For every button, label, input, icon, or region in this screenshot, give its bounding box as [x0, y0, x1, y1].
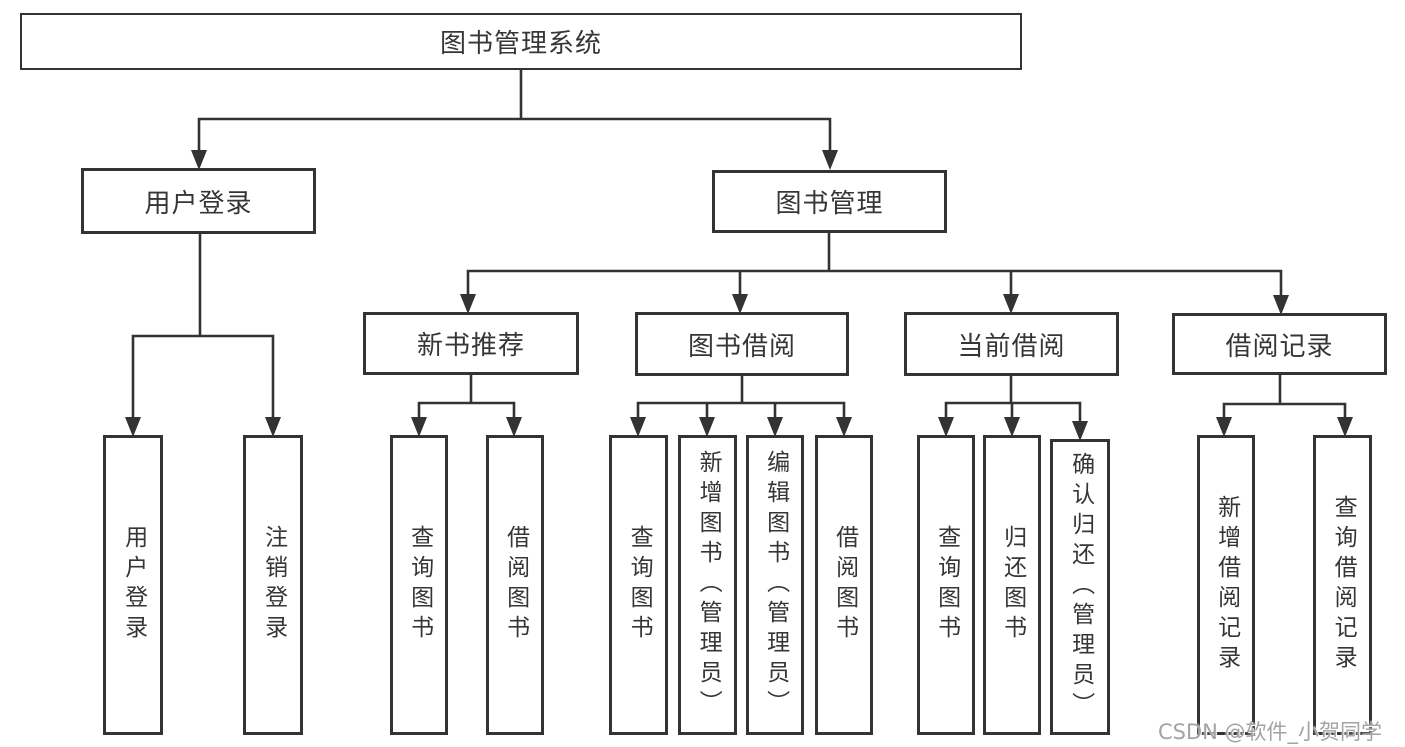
- arrow-down-icon: [1004, 417, 1020, 437]
- node-label: 新书推荐: [416, 331, 525, 361]
- node-borrowing-records: 借阅记录: [1172, 313, 1387, 375]
- leaf-query-books-borrowing: 查询图书: [609, 435, 668, 735]
- arrow-down-icon: [1003, 294, 1019, 314]
- leaf-query-books-recommend: 查询图书: [390, 435, 448, 735]
- connector-paths: [131, 70, 1347, 431]
- node-label: 用户登录: [144, 188, 253, 219]
- leaf-label: 确认归还（管理员）: [1067, 452, 1094, 722]
- leaf-borrow-books-recommend: 借阅图书: [486, 435, 544, 735]
- leaf-query-borrow-record: 查询借阅记录: [1313, 435, 1372, 735]
- arrow-down-icon: [1216, 417, 1232, 437]
- arrow-down-icon: [938, 417, 954, 437]
- leaf-label: 新增借阅记录: [1213, 495, 1240, 675]
- arrow-down-icon: [411, 417, 427, 437]
- arrow-down-icon: [699, 417, 715, 437]
- leaf-label: 查询图书: [933, 525, 960, 645]
- leaf-label: 查询图书: [626, 525, 653, 645]
- arrow-down-icon: [1072, 421, 1088, 441]
- leaf-label: 新增图书（管理员）: [695, 450, 722, 720]
- arrow-down-icon: [822, 150, 838, 170]
- leaf-label: 查询借阅记录: [1330, 495, 1357, 675]
- leaf-edit-books-admin: 编辑图书（管理员）: [746, 435, 804, 735]
- leaf-user-login: 用户登录: [103, 435, 163, 735]
- node-system-root: 图书管理系统: [20, 13, 1022, 70]
- node-book-management: 图书管理: [712, 170, 947, 233]
- leaf-label: 借阅图书: [831, 525, 858, 645]
- arrow-down-icon: [265, 417, 281, 437]
- node-book-borrowing: 图书借阅: [635, 312, 849, 376]
- leaf-confirm-return-admin: 确认归还（管理员）: [1050, 439, 1110, 735]
- arrow-down-icon: [1273, 295, 1289, 315]
- leaf-add-borrow-record: 新增借阅记录: [1197, 435, 1255, 735]
- leaf-label: 归还图书: [999, 525, 1026, 645]
- arrow-down-icon: [767, 417, 783, 437]
- arrowhead-icons: [125, 150, 1353, 441]
- node-label: 图书借阅: [687, 331, 796, 362]
- leaf-label: 用户登录: [120, 525, 147, 645]
- node-label: 图书管理系统: [439, 29, 602, 59]
- node-label: 当前借阅: [957, 331, 1066, 362]
- node-current-borrowing: 当前借阅: [904, 312, 1119, 376]
- arrow-down-icon: [836, 417, 852, 437]
- csdn-watermark: CSDN @软件_小贺同学: [1158, 720, 1383, 744]
- arrow-down-icon: [506, 417, 522, 437]
- leaf-query-books-current: 查询图书: [917, 435, 975, 735]
- node-label: 图书管理: [775, 189, 884, 219]
- node-new-book-recommend: 新书推荐: [363, 312, 579, 375]
- leaf-label: 注销登录: [260, 525, 287, 645]
- arrow-down-icon: [1337, 417, 1353, 437]
- leaf-logout: 注销登录: [243, 435, 303, 735]
- leaf-label: 编辑图书（管理员）: [762, 450, 789, 720]
- arrow-down-icon: [191, 150, 207, 170]
- leaf-borrow-books-borrowing: 借阅图书: [815, 435, 873, 735]
- arrow-down-icon: [125, 417, 141, 437]
- leaf-label: 借阅图书: [502, 525, 529, 645]
- arrow-down-icon: [732, 294, 748, 314]
- leaf-add-books-admin: 新增图书（管理员）: [678, 435, 737, 735]
- node-user-login: 用户登录: [81, 168, 316, 234]
- node-label: 借阅记录: [1225, 331, 1334, 362]
- leaf-return-books: 归还图书: [983, 435, 1041, 735]
- arrow-down-icon: [630, 417, 646, 437]
- leaf-label: 查询图书: [406, 525, 433, 645]
- arrow-down-icon: [460, 294, 476, 314]
